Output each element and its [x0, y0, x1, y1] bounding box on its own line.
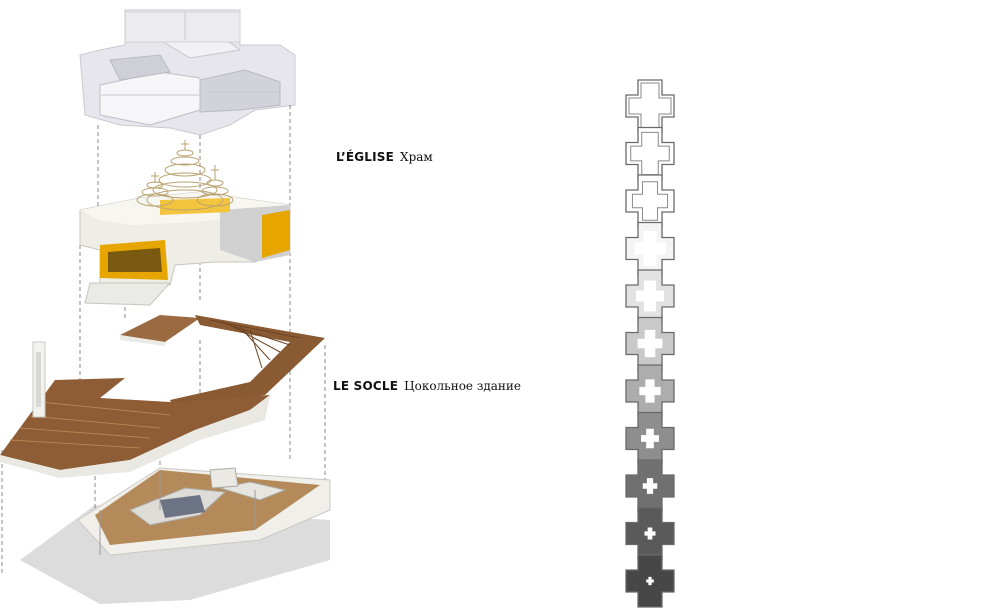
cross-opening-4: [634, 231, 666, 266]
church-volume: [79, 191, 291, 306]
cross-opening-6: [637, 329, 663, 358]
glass-canopy-volume: [79, 9, 296, 136]
plinth-volume: [0, 315, 325, 478]
lower-floor-plan: [77, 467, 331, 556]
label-eglise-subtitle: Храм: [400, 150, 433, 164]
label-socle: LE SOCLE Цокольное здание: [333, 375, 521, 394]
label-socle-subtitle: Цокольное здание: [404, 379, 522, 393]
cross-opening-11: [646, 576, 654, 586]
cross-opening-7: [639, 379, 661, 403]
label-eglise-title: L’ÉGLISE: [336, 150, 395, 164]
cross-opening-3: [631, 181, 669, 221]
cross-opening-1: [628, 82, 672, 130]
cross-opening-10: [644, 527, 656, 540]
church-domes: [136, 140, 234, 211]
label-socle-title: LE SOCLE: [333, 379, 399, 393]
cross-sequence-column: [625, 79, 675, 608]
cross-opening-5: [635, 280, 665, 312]
cross-opening-2: [630, 131, 670, 176]
cross-opening-9: [642, 478, 658, 494]
gold-opening-right: [262, 210, 290, 258]
cross-opening-8: [641, 428, 659, 449]
label-eglise: L’ÉGLISE Храм: [336, 146, 433, 165]
